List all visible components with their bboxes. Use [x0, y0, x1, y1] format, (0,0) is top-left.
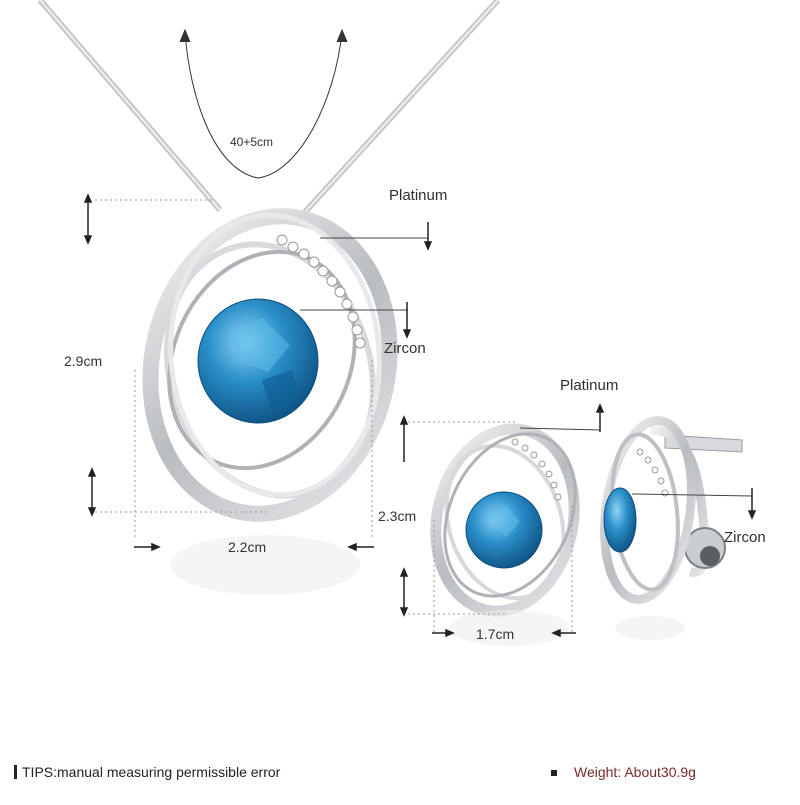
earring-front — [430, 423, 580, 646]
chain-length-arc — [179, 28, 348, 179]
earring-stone-label: Zircon — [724, 529, 766, 546]
necklace-height-label: 2.9cm — [64, 353, 103, 369]
earring-width-label: 1.7cm — [476, 626, 515, 642]
necklace-chain — [37, 0, 501, 215]
earring-side — [600, 416, 743, 640]
tips-text: TIPS:manual measuring permissible error — [22, 764, 281, 780]
weight-text: Weight: About30.9g — [574, 764, 696, 780]
earring-dimension-guides — [403, 421, 753, 632]
necklace-material-label: Platinum — [389, 187, 448, 204]
earring-height-label: 2.3cm — [378, 508, 417, 524]
weight-bullet — [551, 770, 557, 776]
earring-dimension-arrows — [399, 403, 757, 638]
chain-length-label: 40+5cm — [230, 135, 274, 149]
necklace-width-label: 2.2cm — [228, 539, 267, 555]
earring-material-label: Platinum — [560, 377, 619, 394]
tips-marker — [14, 765, 17, 779]
necklace-pendant — [142, 208, 398, 595]
footer-bar: TIPS:manual measuring permissible error … — [0, 756, 800, 786]
necklace-dimension-arrows — [83, 193, 433, 552]
necklace-stone-label: Zircon — [384, 340, 426, 357]
necklace-dimension-guides — [95, 199, 428, 540]
